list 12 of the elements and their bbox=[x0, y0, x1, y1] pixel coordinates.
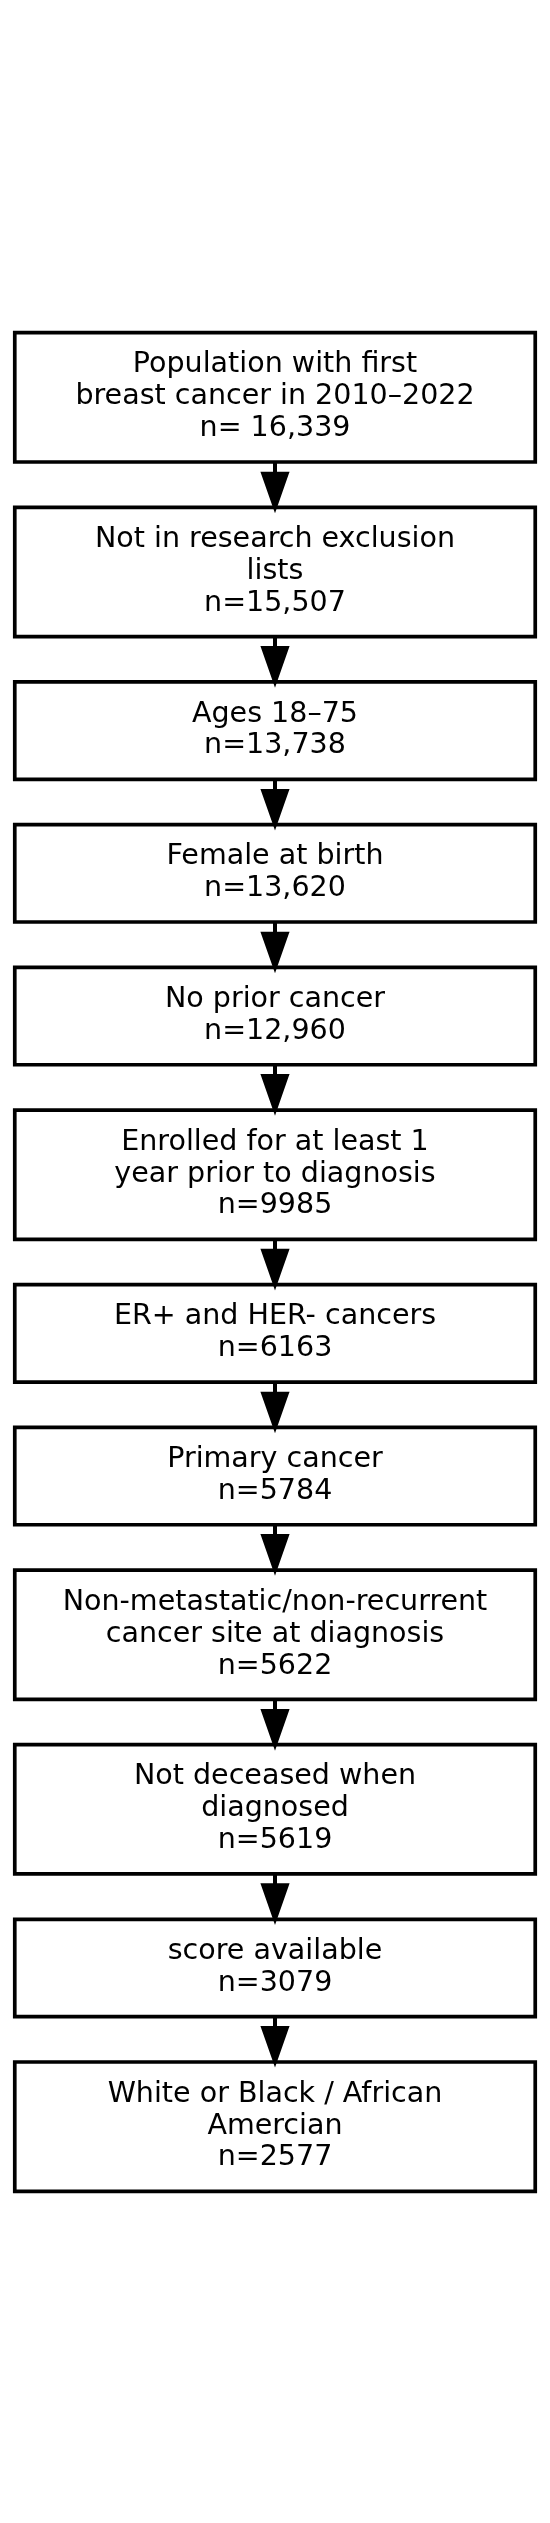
node-box: No prior cancer n=12,960 bbox=[12, 965, 538, 1067]
node-box: Female at birth n=13,620 bbox=[12, 822, 538, 924]
node-box: Not in research exclusion lists n=15,507 bbox=[12, 504, 538, 638]
node-box: White or Black / African Amercian n=2577 bbox=[12, 2059, 538, 2193]
node-box: Ages 18–75 n=13,738 bbox=[12, 679, 538, 781]
node-box: Enrolled for at least 1 year prior to diagnosis n=9985 bbox=[12, 1107, 538, 1241]
node-box: score available n=3079 bbox=[12, 1916, 538, 2019]
node-box: Primary cancer n=5784 bbox=[12, 1425, 538, 1527]
node-box: Non-metastatic/non-recurrent cancer site at diagnosis n=5622 bbox=[12, 1567, 538, 1701]
node-box: Not deceased when diagnosed n=5619 bbox=[12, 1742, 538, 1876]
node-box: ER+ and HER- cancers n=6163 bbox=[12, 1282, 538, 1384]
node-box: Population with first breast cancer in 2010–2022 n= 16,339 bbox=[12, 330, 538, 464]
